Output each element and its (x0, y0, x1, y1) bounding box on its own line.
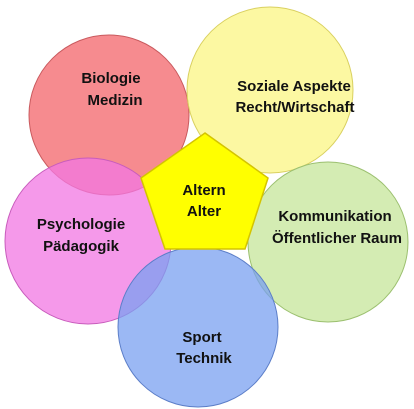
label-kommunikation-line1: Kommunikation (278, 208, 391, 225)
circle-sport (117, 246, 279, 408)
circle-soziale (186, 6, 354, 174)
circle-shape-soziale (186, 6, 354, 174)
label-kommunikation-line2: Öffentlicher Raum (272, 230, 402, 247)
label-sport-line1: Sport (182, 329, 221, 346)
center-pentagon (140, 132, 269, 250)
label-biologie-line2: Medizin (88, 92, 143, 109)
label-psychologie-line1: Psychologie (37, 216, 125, 233)
label-center-line2: Alter (187, 203, 221, 220)
circle-shape-sport (117, 246, 279, 408)
label-soziale-line1: Soziale Aspekte (237, 78, 351, 95)
label-sport-line2: Technik (176, 350, 232, 367)
label-biologie-line1: Biologie (81, 70, 140, 87)
label-psychologie-line2: Pädagogik (43, 238, 120, 255)
pentagon-shape (140, 132, 269, 250)
label-soziale-line2: Recht/Wirtschaft (235, 99, 354, 116)
label-center-line1: Altern (182, 182, 225, 199)
